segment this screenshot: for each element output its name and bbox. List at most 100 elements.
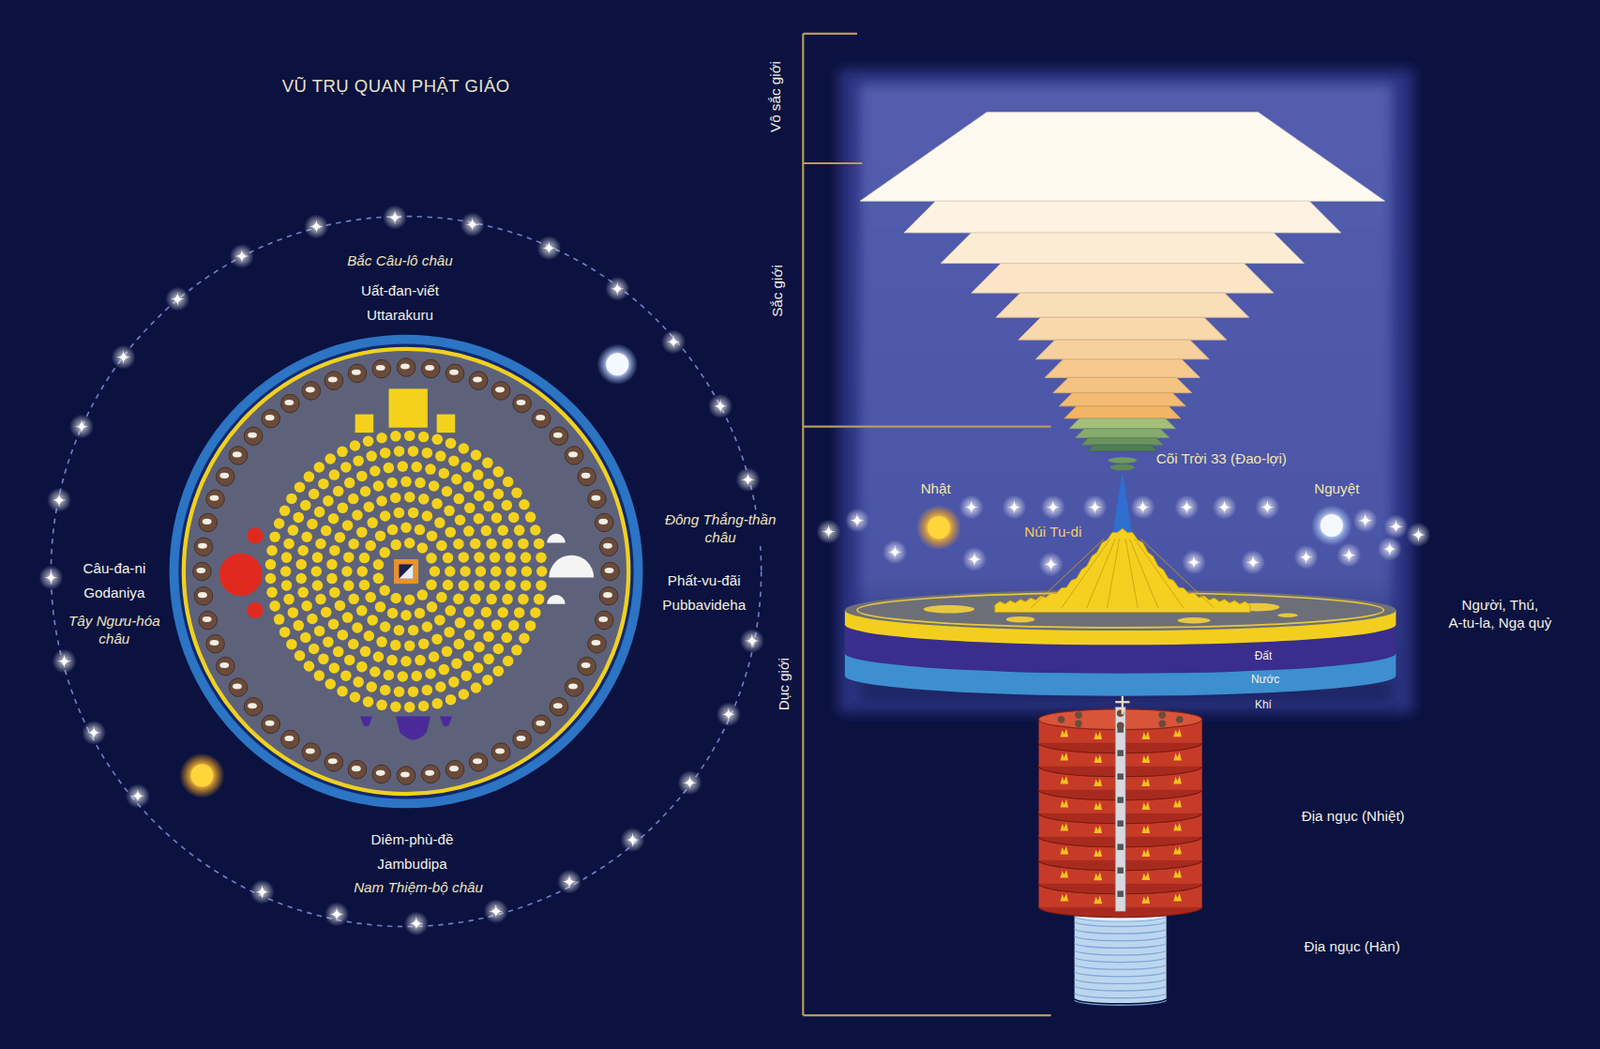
illustration-shape [1245,555,1260,570]
illustration-shape [535,579,547,591]
illustration-shape [315,538,327,550]
illustration-shape [520,579,532,591]
illustration-shape [372,359,392,378]
illustration-shape [294,481,306,493]
illustration-shape [424,463,437,475]
illustration-shape [1093,871,1102,880]
illustration-shape [1358,513,1373,528]
layer-label: Khí [1254,697,1272,712]
illustration-shape [1059,728,1069,738]
illustration-shape [324,371,344,391]
illustration-shape [1074,950,1167,955]
orbit-circle [50,216,761,927]
illustration-shape [1059,775,1069,785]
illustration-shape [328,513,340,525]
illustration-shape [322,495,334,507]
illustration-shape [849,513,864,528]
illustration-shape [306,613,318,625]
illustration-shape [1116,796,1124,803]
illustration-shape [356,470,368,483]
illustration-shape [1074,970,1167,976]
illustration-shape [472,377,483,383]
illustration-shape [376,364,386,371]
illustration-shape [473,513,485,525]
illustration-shape [505,565,517,577]
illustration-shape [194,586,213,605]
illustration-shape [286,638,298,650]
illustration-shape [293,512,305,524]
continent-name: Jambudipa [377,855,447,874]
illustration-shape [591,495,602,501]
illustration-shape [349,691,362,703]
illustration-shape [1075,428,1170,438]
illustration-shape [443,505,455,517]
illustration-shape [366,516,378,529]
illustration-shape [1174,495,1199,520]
illustration-shape [1115,707,1126,912]
illustration-shape [603,543,613,549]
illustration-shape [219,472,229,479]
illustration-shape [1006,616,1035,623]
illustration-shape [386,654,398,666]
illustration-shape [250,879,275,905]
illustration-shape [501,499,514,512]
illustration-shape [301,381,321,401]
illustration-shape [229,243,255,269]
illustration-shape [445,437,457,450]
illustration-shape [588,489,607,509]
illustration-shape [198,513,218,532]
illustration-shape [481,525,493,537]
illustration-shape [452,538,465,550]
illustration-shape [1093,894,1102,904]
illustration-shape [449,369,459,376]
illustration-shape [678,769,703,795]
illustration-shape [535,551,547,563]
illustration-shape [463,649,475,662]
illustration-shape [577,656,597,676]
illustration-shape [378,584,391,596]
illustration-shape [1059,822,1069,831]
illustration-shape [516,735,527,741]
illustration-shape [269,600,281,612]
illustration-shape [548,555,594,578]
continent-name: Tây Ngưu-hóa châu [62,611,167,648]
illustration-shape [404,430,416,442]
illustration-shape [197,543,208,549]
illustration-shape [1141,824,1150,833]
illustration-shape [1217,499,1232,514]
illustration-shape [362,435,375,447]
illustration-shape [1108,456,1137,464]
illustration-shape [435,680,447,693]
illustration-shape [437,414,456,434]
illustration-shape [383,669,395,681]
illustration-shape [1141,800,1150,810]
illustration-shape [428,480,440,492]
illustration-shape [390,539,402,551]
illustration-shape [293,619,305,632]
illustration-shape [520,551,532,563]
illustration-shape [708,393,733,419]
moon-symbol [1311,504,1353,546]
illustration-shape [314,461,326,473]
illustration-shape [422,620,434,633]
illustration-shape [744,633,759,648]
illustration-shape [421,359,440,378]
illustration-shape [425,578,438,590]
continent-name: Uất-đan-viết [361,281,439,300]
illustration-shape [360,485,372,498]
illustration-shape [398,563,413,578]
illustration-shape [365,450,378,462]
illustration-shape [340,669,352,681]
illustration-shape [599,586,619,605]
illustration-shape [1173,775,1182,785]
illustration-shape [393,507,406,519]
illustration-shape [502,655,514,667]
illustration-shape [1093,754,1102,763]
illustration-shape [444,565,456,577]
illustration-shape [1176,715,1184,724]
illustration-shape [303,470,316,483]
illustration-shape [305,386,316,393]
illustration-shape [536,565,548,577]
illustration-shape [400,521,412,533]
illustration-shape [301,531,313,544]
